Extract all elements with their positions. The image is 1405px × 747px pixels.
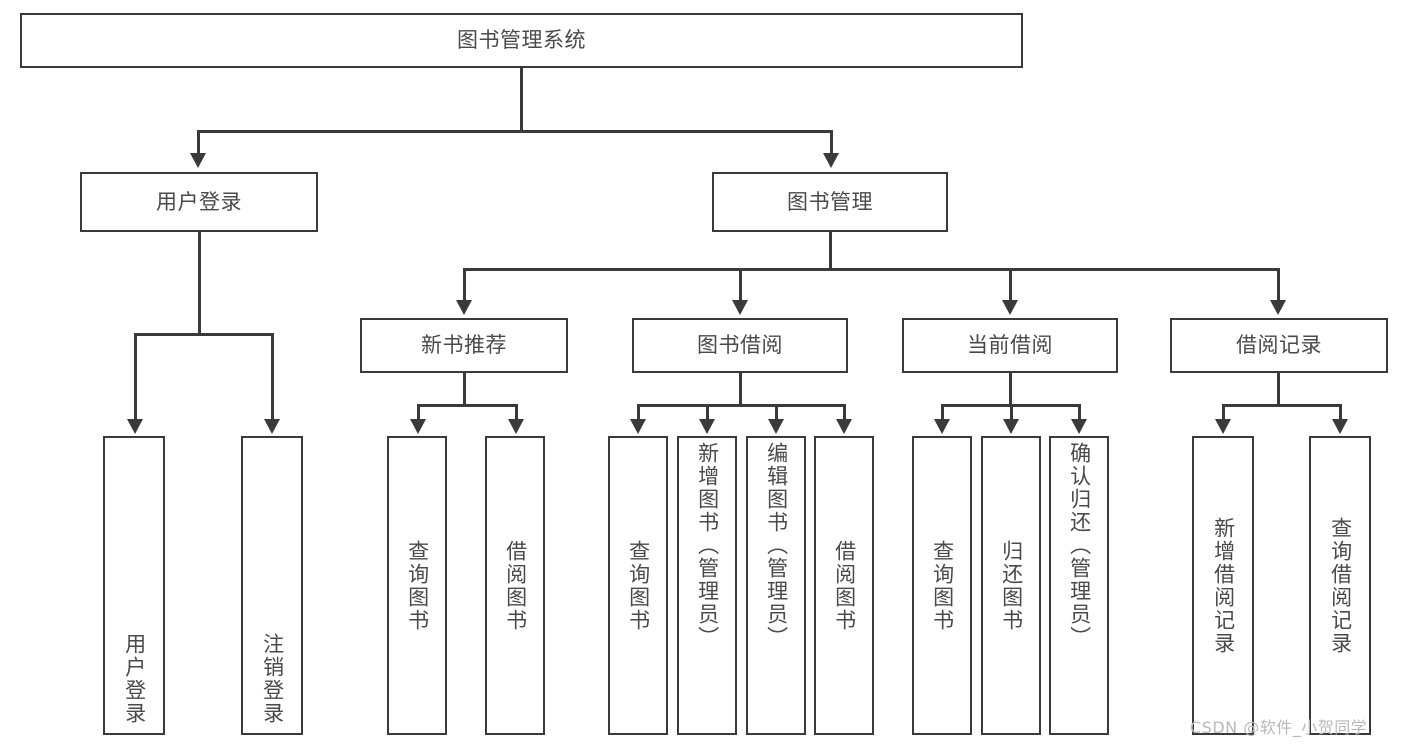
arrowhead-leaf-query-book-2 (630, 419, 646, 434)
connector-user-login-to-leaf1 (134, 333, 137, 421)
leaf-query-record-label: 查询借阅记录 (1328, 516, 1353, 655)
leaf-add-book[interactable]: 新增图书（管理员） (677, 436, 737, 735)
arrowhead-leaf-return-book (1003, 419, 1019, 434)
leaf-borrow-book-2-label: 借阅图书 (832, 539, 857, 632)
arrowhead-leaf-user-login (127, 419, 143, 434)
arrowhead-leaf-edit-book (768, 419, 784, 434)
arrowhead-leaf-add-record (1215, 419, 1231, 434)
arrowhead-leaf-add-book (699, 419, 715, 434)
connector-bm-to-record (1277, 268, 1280, 301)
connector-recommend-stem (463, 373, 466, 406)
node-new-book-recommend-label: 新书推荐 (421, 333, 507, 358)
node-user-login[interactable]: 用户登录 (80, 172, 318, 232)
leaf-query-book-1-label: 查询图书 (405, 539, 430, 632)
connector-current-to-leaf2 (1010, 404, 1013, 421)
leaf-edit-book[interactable]: 编辑图书（管理员） (746, 436, 806, 735)
leaf-query-record[interactable]: 查询借阅记录 (1309, 436, 1371, 735)
connector-borrow-bus (637, 404, 844, 407)
connector-borrow-to-leaf2 (706, 404, 709, 421)
connector-record-stem (1277, 373, 1280, 406)
arrowhead-user-login (190, 153, 206, 168)
node-book-manage-label: 图书管理 (787, 189, 873, 214)
node-book-manage[interactable]: 图书管理 (712, 172, 948, 232)
node-book-borrow[interactable]: 图书借阅 (632, 318, 848, 373)
leaf-return-book-label: 归还图书 (999, 539, 1024, 632)
connector-borrow-stem (739, 373, 742, 406)
node-current-borrow-label: 当前借阅 (967, 333, 1053, 358)
arrowhead-leaf-borrow-book-2 (836, 419, 852, 434)
leaf-user-login[interactable]: 用户登录 (103, 436, 165, 735)
connector-current-to-leaf3 (1078, 404, 1081, 421)
connector-recommend-to-leaf1 (417, 404, 420, 421)
leaf-add-book-label: 新增图书（管理员） (695, 442, 720, 649)
connector-record-to-leaf1 (1222, 404, 1225, 421)
node-user-login-label: 用户登录 (156, 189, 242, 214)
connector-current-stem (1009, 373, 1012, 406)
connector-current-to-leaf1 (941, 404, 944, 421)
leaf-borrow-book-2[interactable]: 借阅图书 (814, 436, 874, 735)
node-root-label: 图书管理系统 (457, 28, 586, 53)
arrowhead-leaf-confirm-return (1071, 419, 1087, 434)
connector-borrow-to-leaf4 (843, 404, 846, 421)
connector-record-bus (1222, 404, 1340, 407)
leaf-add-record[interactable]: 新增借阅记录 (1192, 436, 1254, 735)
leaf-borrow-book-1-label: 借阅图书 (503, 539, 528, 632)
arrowhead-borrow-record (1270, 300, 1286, 315)
arrowhead-leaf-borrow-book-1 (508, 419, 524, 434)
leaf-edit-book-label: 编辑图书（管理员） (764, 442, 789, 649)
node-current-borrow[interactable]: 当前借阅 (902, 318, 1118, 373)
leaf-confirm-return[interactable]: 确认归还（管理员） (1049, 436, 1109, 735)
arrowhead-new-book-recommend (456, 300, 472, 315)
connector-root-stem (520, 68, 523, 132)
connector-borrow-to-leaf3 (775, 404, 778, 421)
connector-user-login-to-leaf2 (271, 333, 274, 421)
connector-book-manage-stem (829, 232, 832, 270)
leaf-query-book-3-label: 查询图书 (930, 539, 955, 632)
leaf-query-book-3[interactable]: 查询图书 (912, 436, 972, 735)
connector-bm-to-current (1009, 268, 1012, 301)
connector-user-login-stem (198, 232, 201, 335)
connector-root-bus (197, 130, 832, 133)
arrowhead-leaf-query-record (1332, 419, 1348, 434)
leaf-logout-label: 注销登录 (260, 633, 285, 725)
leaf-return-book[interactable]: 归还图书 (981, 436, 1041, 735)
arrowhead-book-manage (823, 153, 839, 168)
connector-bm-to-recommend (463, 268, 466, 301)
leaf-query-book-2-label: 查询图书 (626, 539, 651, 632)
arrowhead-current-borrow (1002, 300, 1018, 315)
leaf-user-login-label: 用户登录 (122, 633, 147, 725)
arrowhead-leaf-query-book-3 (934, 419, 950, 434)
connector-bm-to-borrow (739, 268, 742, 301)
connector-borrow-to-leaf1 (637, 404, 640, 421)
leaf-borrow-book-1[interactable]: 借阅图书 (485, 436, 545, 735)
connector-user-login-bus (134, 333, 272, 336)
arrowhead-leaf-query-book-1 (410, 419, 426, 434)
node-root[interactable]: 图书管理系统 (20, 13, 1023, 68)
leaf-confirm-return-label: 确认归还（管理员） (1067, 442, 1092, 649)
leaf-add-record-label: 新增借阅记录 (1211, 516, 1236, 655)
csdn-watermark: CSDN @软件_小贺同学 (1190, 718, 1368, 737)
connector-book-manage-bus (463, 268, 1279, 271)
leaf-query-book-1[interactable]: 查询图书 (387, 436, 447, 735)
connector-record-to-leaf2 (1339, 404, 1342, 421)
node-borrow-record[interactable]: 借阅记录 (1170, 318, 1388, 373)
connector-root-to-user-login (197, 130, 200, 155)
connector-recommend-bus (417, 404, 516, 407)
connector-recommend-to-leaf2 (515, 404, 518, 421)
node-borrow-record-label: 借阅记录 (1236, 333, 1322, 358)
arrowhead-book-borrow (732, 300, 748, 315)
leaf-query-book-2[interactable]: 查询图书 (608, 436, 668, 735)
arrowhead-leaf-logout (264, 419, 280, 434)
node-new-book-recommend[interactable]: 新书推荐 (360, 318, 568, 373)
connector-root-to-book-manage (830, 130, 833, 155)
leaf-logout[interactable]: 注销登录 (241, 436, 303, 735)
node-book-borrow-label: 图书借阅 (697, 333, 783, 358)
